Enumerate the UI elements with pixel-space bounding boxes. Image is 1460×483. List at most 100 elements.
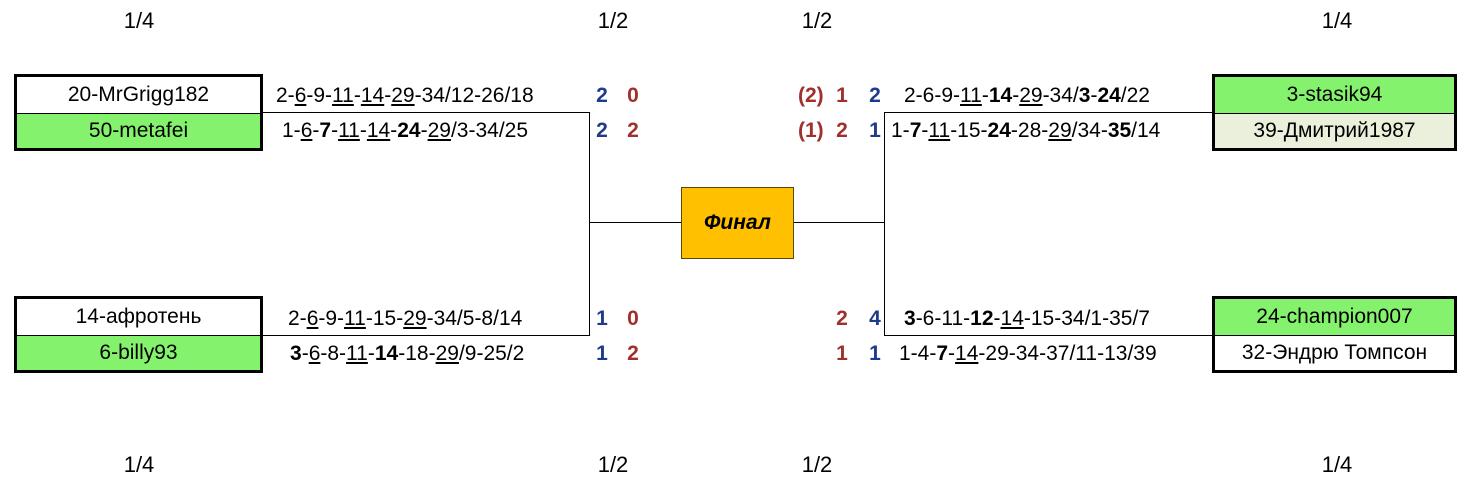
score-games: 1	[596, 342, 608, 365]
score-points: 1	[836, 342, 848, 365]
score-points: 1	[836, 84, 848, 107]
move-text: /9-25/2	[458, 342, 525, 365]
bracket-line	[884, 112, 885, 336]
move-number-underlined: 11	[346, 342, 368, 365]
move-number-bold: 35	[1107, 119, 1132, 142]
move-text: 1-	[891, 119, 910, 142]
bracket-connector	[794, 222, 885, 223]
move-text: -	[1012, 84, 1020, 107]
move-number-bold: 24	[397, 119, 421, 142]
score-points: 2	[836, 119, 848, 142]
move-number-underlined: 11	[928, 119, 951, 142]
round-label-quarter: 1/4	[123, 452, 155, 477]
bracket-line	[263, 112, 590, 113]
move-number-bold: 3	[1078, 84, 1091, 107]
move-number-bold: 24	[987, 119, 1011, 142]
move-text: 1-	[282, 119, 301, 142]
move-text: -34/5-8/14	[426, 307, 523, 330]
move-number-underlined: 29	[403, 307, 427, 330]
move-number-bold: 7	[936, 342, 949, 365]
move-text: -15-34/1-35/7	[1023, 307, 1150, 330]
move-number-underlined: 11	[338, 119, 360, 142]
final-label: Финал	[704, 211, 771, 234]
move-number-bold: 12	[970, 307, 994, 330]
bracket-line	[884, 335, 1212, 336]
move-sequence: 1-7-11-15-24-28-29/34-35/14	[891, 116, 1160, 146]
move-number-underlined: 6	[300, 119, 313, 142]
move-text: -	[390, 119, 398, 142]
score-points: 2	[627, 119, 639, 142]
round-label-semi: 1/2	[597, 452, 629, 477]
score-games: 1	[869, 342, 881, 365]
move-text: -	[384, 84, 392, 107]
move-sequence: 2-6-9-11-14-29-34/12-26/18	[276, 81, 534, 111]
score-games: 4	[869, 307, 881, 330]
move-number-bold: 7	[909, 119, 922, 142]
move-text: /34-	[1071, 119, 1108, 142]
move-text: -28-	[1010, 119, 1049, 142]
move-text: -	[921, 119, 929, 142]
score-games: 1	[596, 307, 608, 330]
move-text: -	[981, 84, 989, 107]
move-number-underlined: 29	[427, 119, 451, 142]
move-number-bold: 14	[988, 84, 1013, 107]
bracket-line	[884, 112, 1212, 113]
move-text: -	[353, 84, 361, 107]
move-sequence: 1-4-7-14-29-34-37/11-13/39	[899, 339, 1157, 369]
final-box: Финал	[681, 187, 794, 259]
move-number-underlined: 6	[306, 307, 319, 330]
tiebreak-score: (2)	[798, 84, 824, 107]
player-name: 3-stasik94	[1286, 83, 1383, 106]
move-text: 2-	[288, 307, 307, 330]
player-box-winner: 24-champion007	[1212, 296, 1457, 336]
score-games: 2	[596, 119, 608, 142]
score-points: 2	[836, 307, 848, 330]
move-number-underlined: 6	[308, 342, 321, 365]
player-name: 20-MrGrigg182	[67, 83, 210, 106]
move-text: -8-	[320, 342, 347, 365]
move-text: -18-	[398, 342, 436, 365]
move-text: -	[993, 307, 1001, 330]
move-number-underlined: 14	[360, 84, 385, 107]
move-number-underlined: 14	[366, 119, 391, 142]
move-number-underlined: 14	[1000, 307, 1024, 330]
move-text: -	[301, 342, 309, 365]
move-text: /3-34/25	[450, 119, 529, 142]
score-points: 0	[627, 307, 639, 330]
round-label-quarter: 1/4	[123, 8, 155, 33]
move-text: -	[359, 119, 367, 142]
move-text: -	[1090, 84, 1098, 107]
player-box: 20-MrGrigg182	[14, 74, 263, 114]
move-number-underlined: 11	[344, 307, 366, 330]
score-games: 2	[869, 84, 881, 107]
round-label-semi: 1/2	[597, 8, 629, 33]
score-games: 1	[869, 119, 881, 142]
move-text: -15-	[950, 119, 988, 142]
move-sequence: 1-6-7-11-14-24-29/3-34/25	[282, 116, 528, 146]
round-label-semi: 1/2	[801, 8, 833, 33]
score-games: 2	[596, 84, 608, 107]
bracket-connector	[589, 222, 681, 223]
player-box: 39-Дмитрий1987	[1212, 114, 1457, 151]
player-box: 14-афротень	[14, 296, 263, 336]
move-number-bold: 7	[319, 119, 332, 142]
score-points: 0	[627, 84, 639, 107]
move-text: 1-4-	[899, 342, 937, 365]
player-box-winner: 50-metafei	[14, 114, 263, 151]
move-sequence: 2-6-9-11-14-29-34/3-24/22	[904, 81, 1150, 111]
move-text: 2-	[276, 84, 295, 107]
move-text: -6-11-	[915, 307, 971, 330]
player-name: 6-billy93	[99, 341, 178, 364]
player-name: 39-Дмитрий1987	[1253, 119, 1416, 142]
move-number-bold: 14	[374, 342, 399, 365]
move-number-underlined: 14	[955, 342, 979, 365]
player-name: 32-Эндрю Томпсон	[1241, 341, 1428, 364]
player-name: 14-афротень	[75, 305, 202, 328]
move-number-underlined: 29	[435, 342, 459, 365]
move-text: -	[420, 119, 428, 142]
move-text: /14	[1131, 119, 1161, 142]
move-number-underlined: 11	[332, 84, 354, 107]
move-number-underlined: 11	[960, 84, 982, 107]
player-box: 32-Эндрю Томпсон	[1212, 336, 1457, 373]
move-text: -34/	[1042, 84, 1079, 107]
